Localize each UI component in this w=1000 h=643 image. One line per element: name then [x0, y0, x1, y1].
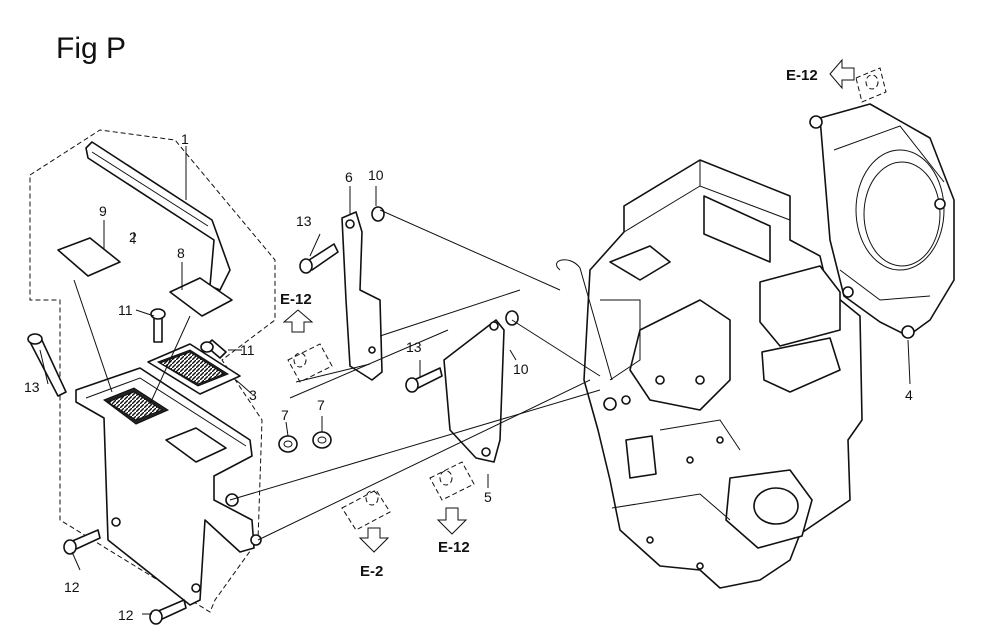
phantom-bolt-e12-top [855, 67, 887, 103]
callout-10-upper: 10 [368, 167, 384, 183]
callout-7-b: 7 [317, 397, 325, 413]
callout-1: 1 [181, 131, 189, 147]
leader-lines [39, 146, 911, 615]
callout-3: 3 [249, 387, 257, 403]
figure-title: Fig P [56, 32, 126, 65]
arrow-down-e12-mid [436, 507, 468, 535]
bolt-13-left [27, 333, 67, 397]
ref-e12-left: E-12 [280, 291, 312, 308]
callout-4: 4 [905, 387, 913, 403]
callout-5: 5 [484, 489, 492, 505]
callout-13-left: 13 [24, 379, 40, 395]
callout-2: 2 [129, 229, 137, 245]
arrow-down-e2 [358, 527, 390, 553]
bracket-5 [443, 319, 505, 463]
callout-13-lower: 13 [406, 339, 422, 355]
callout-6: 6 [345, 169, 353, 185]
phantom-bolt-e12-left [287, 343, 333, 383]
label-plate-9 [57, 237, 121, 277]
callout-9: 9 [99, 203, 107, 219]
label-plate-8 [169, 277, 233, 317]
grip-plate [147, 343, 241, 395]
bolt-13-lower [405, 367, 443, 393]
phantom-bolt-e12-mid [429, 461, 475, 501]
ref-e12-mid: E-12 [438, 539, 470, 556]
callout-13-upper: 13 [296, 213, 312, 229]
bolt-12-b [149, 599, 187, 625]
callout-11-a: 11 [118, 302, 133, 318]
callout-7-a: 7 [281, 407, 289, 423]
callout-12-b: 12 [118, 607, 134, 623]
bolt-11-a [150, 308, 166, 343]
bolt-12-a [63, 529, 101, 555]
cover-4 [809, 103, 955, 339]
callout-11-b: 11 [240, 342, 255, 358]
bracket-6 [341, 211, 383, 381]
callout-10-lower: 10 [513, 361, 529, 377]
phantom-bolt-e2 [341, 489, 391, 531]
handle-bracket [75, 367, 262, 606]
callout-8: 8 [177, 245, 185, 261]
ref-e12-top: E-12 [786, 67, 818, 84]
nut-7-b [312, 431, 332, 449]
nut-7-a [278, 435, 298, 453]
ref-e2: E-2 [360, 563, 383, 580]
arrow-up-e12-left [282, 309, 314, 333]
callout-12-a: 12 [64, 579, 80, 595]
handle-bar [85, 141, 231, 291]
bolt-13-upper [299, 243, 339, 274]
bolt-11-b [200, 339, 227, 359]
arrow-left-e12-top [829, 58, 855, 90]
engine-block [556, 159, 863, 589]
assembly-group-outline [29, 129, 276, 613]
washer-10-upper [371, 206, 385, 222]
